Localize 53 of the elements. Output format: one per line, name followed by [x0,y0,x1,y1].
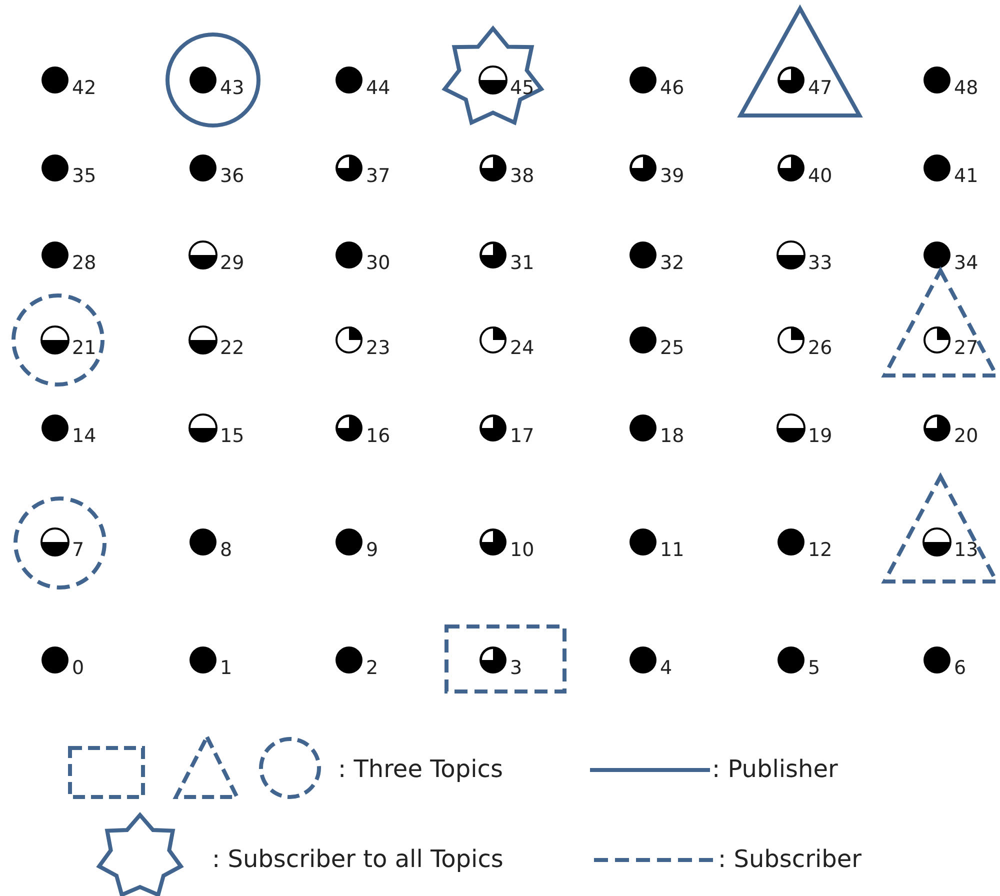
node-number: 38 [510,167,534,186]
node-number: 11 [660,541,684,560]
legend-text: : Subscriber to all Topics [212,847,504,871]
node-number: 29 [220,254,244,273]
node-number: 46 [660,79,684,98]
node-number: 20 [954,427,978,446]
node-number: 45 [510,79,534,98]
node-number: 13 [954,541,978,560]
node-number: 8 [220,541,232,560]
node-number: 4 [660,659,672,678]
node-number: 15 [220,427,244,446]
node-number: 2 [366,659,378,678]
node-number: 34 [954,254,978,273]
node-number: 47 [808,79,832,98]
node-number: 17 [510,427,534,446]
legend-text: : Publisher [712,757,838,781]
node-number: 32 [660,254,684,273]
node-number: 37 [366,167,390,186]
node-number: 12 [808,541,832,560]
node-number: 30 [366,254,390,273]
node-number: 27 [954,339,978,358]
node-number: 42 [72,79,96,98]
node-number: 33 [808,254,832,273]
legend-text: : Subscriber [718,847,862,871]
node-number: 5 [808,659,820,678]
node-number: 21 [72,339,96,358]
node-number: 25 [660,339,684,358]
node-number: 10 [510,541,534,560]
node-number: 3 [510,659,522,678]
node-number: 43 [220,79,244,98]
node-number: 44 [366,79,390,98]
node-number: 14 [72,427,96,446]
node-number: 9 [366,541,378,560]
node-number: 0 [72,659,84,678]
node-number: 16 [366,427,390,446]
node-number: 36 [220,167,244,186]
node-number: 18 [660,427,684,446]
node-number: 1 [220,659,232,678]
node-number: 23 [366,339,390,358]
node-number: 40 [808,167,832,186]
node-number: 7 [72,541,84,560]
node-number: 48 [954,79,978,98]
node-number: 22 [220,339,244,358]
node-number: 35 [72,167,96,186]
node-number: 19 [808,427,832,446]
node-number: 26 [808,339,832,358]
node-number: 41 [954,167,978,186]
node-number: 39 [660,167,684,186]
node-number: 28 [72,254,96,273]
legend-text: : Three Topics [338,757,503,781]
node-number: 6 [954,659,966,678]
node-number: 24 [510,339,534,358]
node-number: 31 [510,254,534,273]
